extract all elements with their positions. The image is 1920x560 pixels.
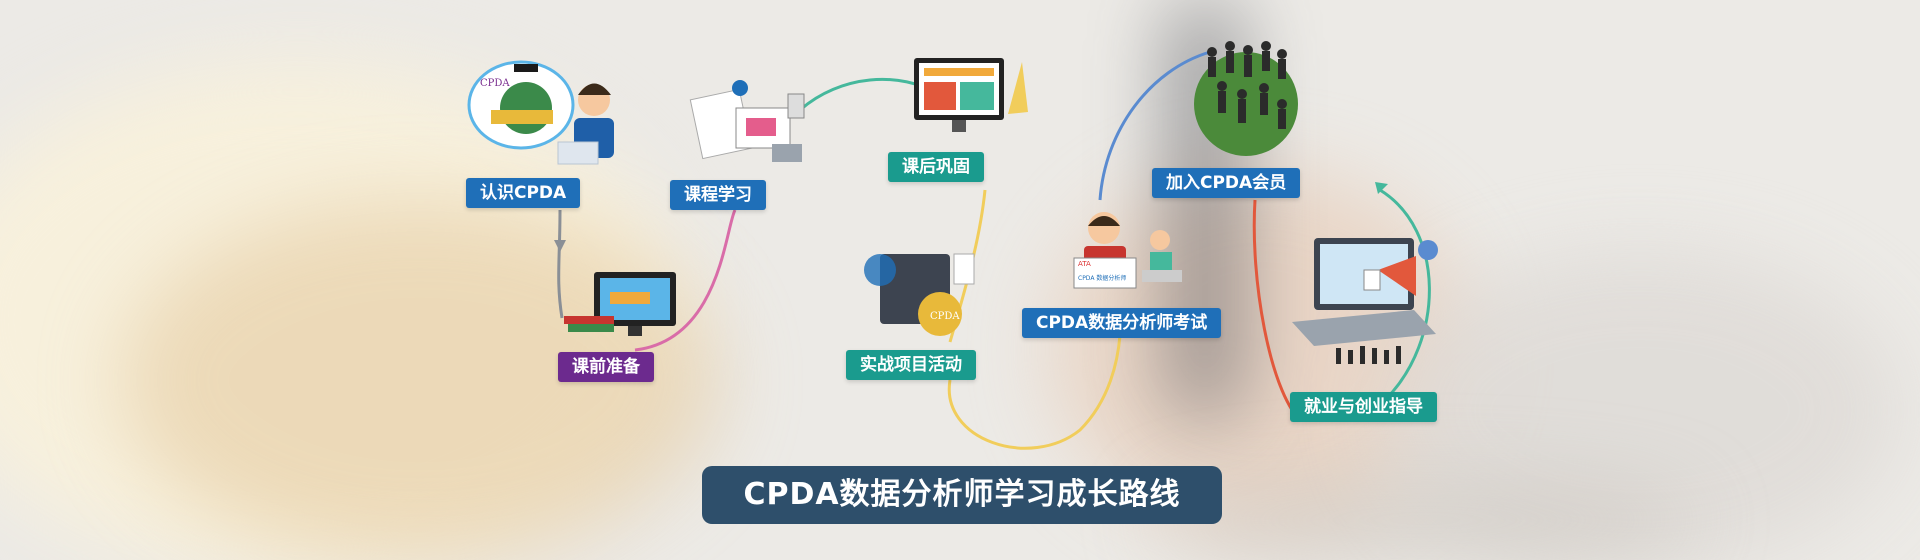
node-career[interactable]: 就业与创业指导 <box>1290 392 1437 422</box>
connector-know-to-pre <box>557 209 564 319</box>
connector-project-to-exam <box>947 334 1122 450</box>
connector-member-to-career <box>1252 199 1302 422</box>
node-member[interactable]: 加入CPDA会员 <box>1152 168 1301 198</box>
node-know-cpda[interactable]: 认识CPDA <box>466 178 581 208</box>
after-class-illustration <box>910 52 1030 142</box>
node-after-class[interactable]: 课后巩固 <box>888 152 984 182</box>
svg-text:CPDA: CPDA <box>480 78 510 89</box>
arrowhead-down <box>554 240 566 252</box>
pre-class-illustration <box>560 268 690 348</box>
node-exam[interactable]: CPDA数据分析师考试 <box>1022 308 1222 338</box>
node-project[interactable]: 实战项目活动 <box>846 350 976 380</box>
know-cpda-illustration: CPDA <box>466 50 636 175</box>
course-study-illustration <box>676 74 826 174</box>
connector-career-loop <box>1379 188 1431 402</box>
page-title: CPDA数据分析师学习成长路线 <box>702 466 1222 524</box>
node-course-study[interactable]: 课程学习 <box>670 180 766 210</box>
svg-text:ATA: ATA <box>1078 260 1091 268</box>
arrowhead-up <box>1375 182 1388 194</box>
project-illustration: CPDA <box>860 240 980 340</box>
connector-exam-to-member <box>1098 50 1211 201</box>
exam-illustration: ATA CPDA 数据分析师 <box>1070 200 1190 300</box>
node-pre-class[interactable]: 课前准备 <box>558 352 654 382</box>
career-illustration <box>1286 230 1446 380</box>
connector-pre-to-course <box>634 209 737 352</box>
member-illustration <box>1182 24 1312 164</box>
svg-text:CPDA: CPDA <box>930 311 960 322</box>
svg-text:CPDA 数据分析师: CPDA 数据分析师 <box>1078 274 1126 282</box>
